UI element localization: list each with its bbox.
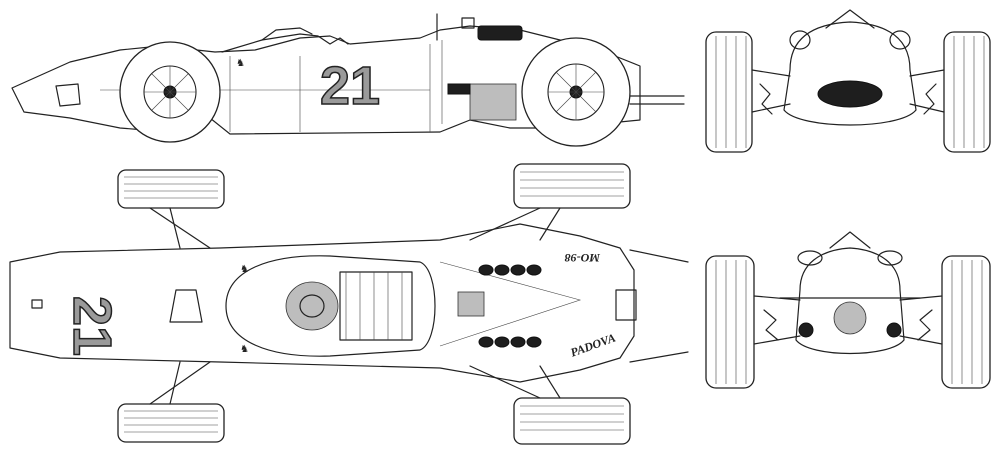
top-tail-script: PADOVA xyxy=(569,331,618,360)
rear-exhaust-right xyxy=(886,322,902,338)
front-mirror-right xyxy=(889,30,911,50)
rear-differential xyxy=(833,301,867,335)
top-exhaust-pipe xyxy=(629,249,689,263)
rear-view xyxy=(705,231,991,389)
side-intake-grille xyxy=(477,25,523,41)
side-view: 21 ♞ xyxy=(11,13,685,147)
rear-mirror-left xyxy=(797,250,823,266)
top-badge-icon: ♞ xyxy=(240,344,249,355)
top-vents-left xyxy=(478,264,542,276)
rear-exhaust-left xyxy=(798,322,814,338)
side-badge-icon: ♞ xyxy=(236,58,245,69)
side-cockpit xyxy=(221,33,349,53)
top-engine-panel xyxy=(457,291,485,317)
top-body-outline xyxy=(9,223,635,383)
top-seat xyxy=(339,271,413,341)
top-plate-text: MO-98 xyxy=(565,251,601,265)
side-rear-spokes xyxy=(548,64,604,120)
front-tire-treads xyxy=(715,36,985,148)
top-front-left-wheel xyxy=(117,169,225,209)
top-view: 21 MO-98 PADOVA ♞ ♞ xyxy=(9,163,689,445)
side-race-number: 21 xyxy=(320,56,380,116)
front-body xyxy=(783,21,917,126)
front-suspension xyxy=(751,69,945,115)
top-vents-right xyxy=(478,336,542,348)
top-steering-wheel xyxy=(285,281,339,331)
rear-right-tire xyxy=(941,255,991,389)
rear-suspension xyxy=(753,295,943,345)
top-badge-icon: ♞ xyxy=(240,264,249,275)
top-gearbox xyxy=(615,289,637,321)
rear-left-tire xyxy=(705,255,755,389)
front-grille xyxy=(817,80,883,108)
top-suspension xyxy=(149,207,561,405)
top-nose-scoop xyxy=(169,289,203,323)
top-exhaust-pipe xyxy=(629,351,689,363)
side-front-spokes xyxy=(144,66,196,118)
top-cockpit xyxy=(225,255,436,357)
side-mirror xyxy=(461,17,475,29)
side-engine-block xyxy=(469,83,517,121)
top-race-number: 21 xyxy=(62,296,122,356)
front-mirror-left xyxy=(789,30,811,50)
rear-roll-hoop xyxy=(829,231,871,249)
top-nose-badge xyxy=(31,299,43,309)
rear-body xyxy=(795,247,905,355)
top-steering-hub xyxy=(299,294,325,318)
side-nose-scoop xyxy=(55,83,81,107)
side-engine-detail xyxy=(447,83,471,95)
top-rear-right-wheel xyxy=(513,397,631,445)
front-view xyxy=(705,9,991,153)
rear-tire-treads xyxy=(715,260,983,384)
top-seat-lines xyxy=(345,272,403,340)
side-windscreen xyxy=(261,27,313,41)
front-windscreen xyxy=(825,9,875,29)
front-right-tire xyxy=(943,31,991,153)
top-rear-left-wheel xyxy=(513,163,631,209)
rear-mirror-right xyxy=(877,250,903,266)
front-left-tire xyxy=(705,31,753,153)
top-front-right-wheel xyxy=(117,403,225,443)
